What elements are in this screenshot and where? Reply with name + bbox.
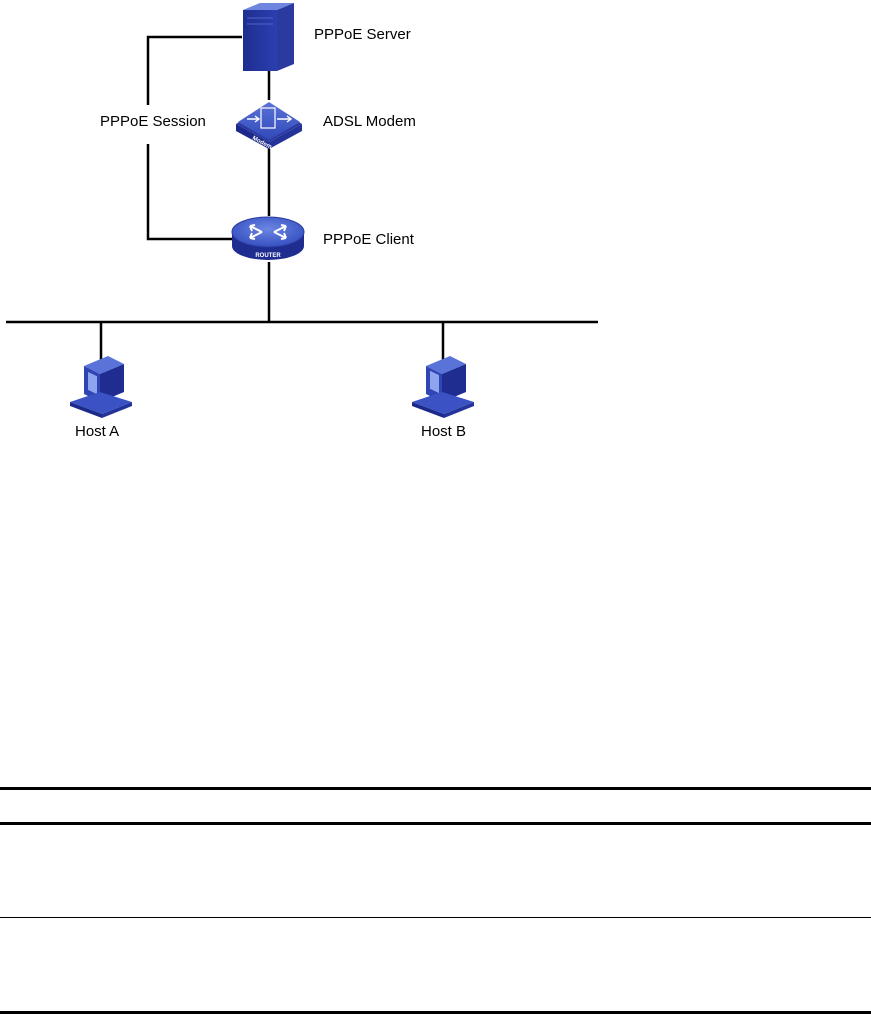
table-header-rule bbox=[0, 822, 871, 825]
table-row-divider bbox=[0, 917, 871, 918]
router-icon: ROUTER bbox=[231, 216, 305, 260]
modem-icon: Modem bbox=[236, 102, 302, 151]
label-pppoe-session: PPPoE Session bbox=[100, 113, 206, 130]
table-top-rule bbox=[0, 787, 871, 790]
session-bracket-bottom bbox=[146, 144, 236, 241]
connection-lines bbox=[6, 35, 598, 360]
label-host-b: Host B bbox=[421, 423, 466, 440]
session-bracket-top bbox=[146, 35, 242, 105]
label-adsl-modem: ADSL Modem bbox=[323, 113, 416, 130]
server-icon bbox=[243, 3, 294, 71]
host-b-icon bbox=[412, 356, 474, 418]
host-a-icon bbox=[70, 356, 132, 418]
label-host-a: Host A bbox=[75, 423, 119, 440]
table-bottom-rule bbox=[0, 1011, 871, 1014]
label-pppoe-server: PPPoE Server bbox=[314, 26, 411, 43]
label-pppoe-client: PPPoE Client bbox=[323, 231, 415, 248]
router-icon-text: ROUTER bbox=[255, 253, 281, 259]
